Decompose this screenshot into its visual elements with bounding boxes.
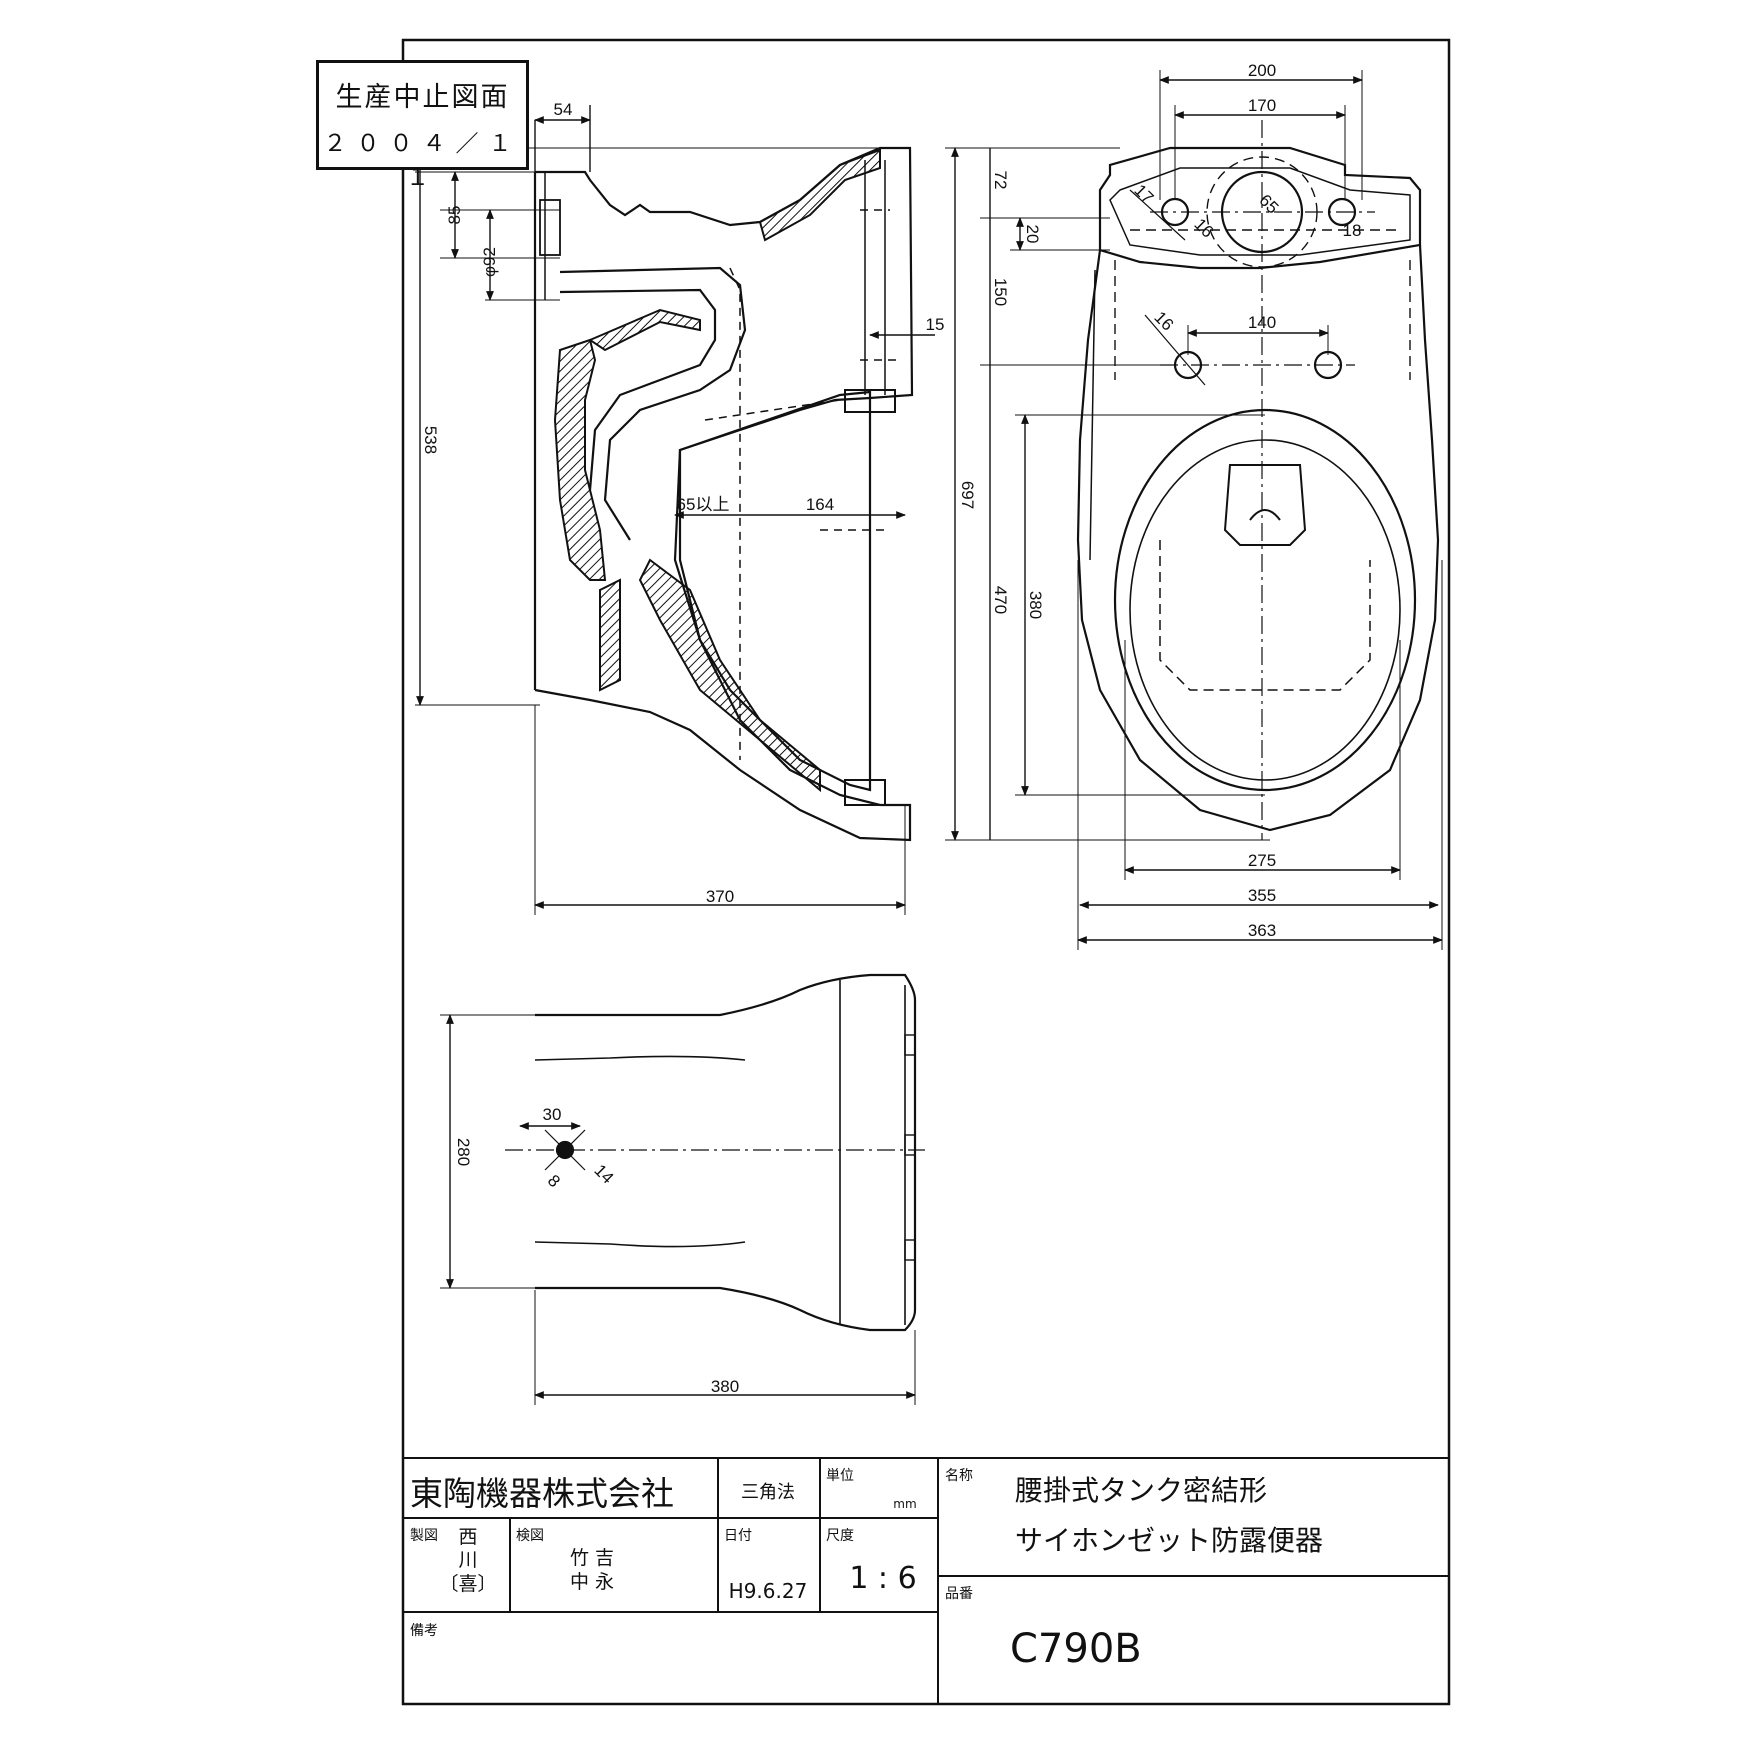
side-outer-contour [534,146,914,842]
dim-18: 18 [1343,221,1362,240]
checker-name-2: 中 永 [570,1571,614,1593]
top-tank-inner [1109,167,1411,256]
top-view [1076,120,1440,840]
dim-470: 470 [991,586,1010,614]
part-number-label: 品番 [945,1586,973,1602]
dim-363: 363 [1248,921,1276,940]
part-number: C790B [1010,1626,1142,1672]
top-tank-outline [1098,146,1422,270]
dim-275: 275 [1248,851,1276,870]
checker-label: 検図 [516,1528,544,1544]
side-tank-inner [864,160,886,395]
top-dimensions [945,70,1443,950]
drafter-label: 製図 [410,1528,438,1544]
unit-label: 単位 [826,1468,854,1484]
dim-200: 200 [1248,61,1276,80]
dim-20: 20 [1023,225,1042,244]
side-section-view [533,146,914,842]
bottom-dim-labels: 280 30 8 14 380 [454,1105,739,1396]
dim-538: 538 [421,426,440,454]
dim-380-bowl: 380 [1026,591,1045,619]
dim-phi92: φ92 [480,247,499,277]
side-trapway [559,266,747,541]
top-bowl-rim [1113,408,1417,792]
date-value: H9.6.27 [729,1579,808,1603]
top-centerlines [1150,120,1375,840]
stamp-date: ２００４／１１ [323,131,522,191]
dim-170: 170 [1248,96,1276,115]
dim-380-bottom: 380 [711,1377,739,1396]
dim-phi65: 65 [1255,191,1282,218]
remarks-label: 備考 [410,1623,438,1639]
top-bowl-inner [1129,439,1401,781]
dim-370: 370 [706,887,734,906]
stamp-title: 生産中止図面 [335,82,510,113]
projection-method: 三角法 [741,1482,795,1503]
drafter-name-3: 〔喜〕 [439,1573,496,1595]
dim-280: 280 [454,1138,473,1166]
side-hidden-lines [704,209,900,760]
product-name-line2: サイホンゼット防露便器 [1015,1524,1323,1557]
title-block-text: 東陶機器株式会社 三角法 単位 mm 名称 腰掛式タンク密結形 サイホンゼット防… [410,1468,1323,1672]
bottom-dimensions [440,1014,916,1405]
dim-355: 355 [1248,886,1276,905]
dim-85: 85 [445,206,464,225]
name-label: 名称 [945,1468,973,1484]
dim-697: 697 [958,481,977,509]
side-hatch-outlet [638,558,821,793]
dim-164: 164 [806,495,834,514]
bottom-inner-left [534,1055,746,1061]
title-block [403,1457,1449,1704]
side-hatch-tank-wall [758,148,881,242]
dim-72: 72 [991,171,1010,190]
side-hatch-foot [599,578,621,692]
top-outlet-mark [1223,464,1307,546]
bottom-outline [535,973,917,1332]
bottom-view [505,973,925,1332]
unit-value: mm [893,1497,916,1511]
scale-label: 尺度 [826,1528,854,1544]
checker-name-1: 竹 吉 [570,1547,614,1569]
dim-140: 140 [1248,313,1276,332]
dim-30: 30 [543,1105,562,1124]
dim-54: 54 [554,100,573,119]
company-name: 東陶機器株式会社 [410,1474,674,1513]
discontinued-stamp: 生産中止図面 ２００４／１１ [316,60,529,191]
top-dashed-tank [1114,229,1411,380]
side-dimensions [415,105,935,915]
side-bowl-inner [678,390,872,792]
drafter-name-2: 川 [458,1549,477,1571]
dim-8: 8 [544,1171,564,1191]
date-label: 日付 [724,1528,752,1544]
dim-14: 14 [590,1161,617,1188]
dim-150: 150 [991,278,1010,306]
dim-65-ijo: 65以上 [677,495,730,514]
product-name-line1: 腰掛式タンク密結形 [1015,1474,1267,1507]
sheet-border [401,38,1451,1706]
side-hatch-trap-rim [587,308,701,352]
drafter-name-1: 西 [458,1526,477,1548]
top-bowl-water [1159,540,1371,691]
dim-16-seat: 16 [1150,308,1177,335]
dim-15: 15 [926,315,945,334]
top-body-outline [1076,244,1440,832]
scale-value: 1 : 6 [849,1561,916,1596]
top-dim-labels: 200 170 140 17 18 16 16 65 697 72 150 20… [958,61,1361,940]
side-hatch-rear-wall [553,338,607,581]
